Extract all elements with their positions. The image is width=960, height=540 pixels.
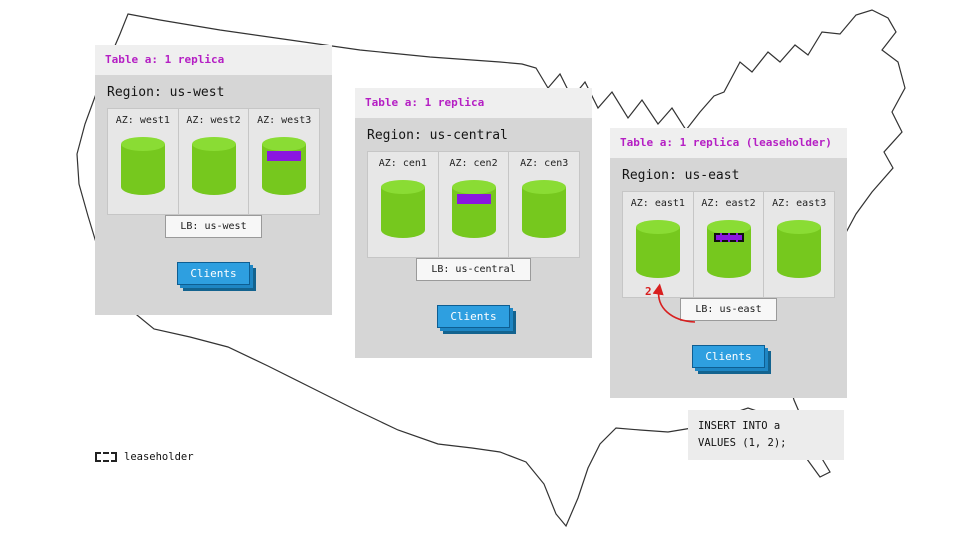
database-cylinder [776, 219, 822, 279]
az-column: AZ: west1 [108, 109, 179, 214]
az-box: AZ: east1 AZ: east2 AZ: east3 [622, 191, 835, 298]
az-label: AZ: west1 [115, 115, 170, 126]
database-cylinder [120, 136, 166, 196]
database-cylinder-icon [706, 220, 751, 278]
replica-range [267, 151, 302, 161]
az-column: AZ: cen2 [439, 152, 510, 257]
table-replica-header: Table a: 1 replica (leaseholder) [610, 128, 847, 158]
sql-statement-box: INSERT INTO a VALUES (1, 2); [688, 410, 844, 460]
database-cylinder [521, 179, 567, 239]
database-cylinder-icon [777, 220, 822, 278]
az-label: AZ: west2 [186, 115, 241, 126]
az-label: AZ: east1 [630, 198, 685, 209]
az-box: AZ: cen1 AZ: cen2 AZ: cen3 [367, 151, 580, 258]
database-cylinder [380, 179, 426, 239]
az-box: AZ: west1 AZ: west2 AZ: west3 [107, 108, 320, 215]
load-balancer-label: LB: us-east [680, 298, 777, 321]
az-label: AZ: cen1 [378, 158, 427, 169]
database-cylinder-icon [262, 137, 307, 195]
region-panel-us-west: Table a: 1 replica Region: us-west AZ: w… [95, 45, 332, 315]
database-cylinder-icon [451, 180, 496, 238]
az-column: AZ: cen3 [509, 152, 579, 257]
leaseholder-swatch-icon [95, 452, 117, 462]
az-label: AZ: west3 [257, 115, 312, 126]
legend: leaseholder [95, 451, 194, 463]
az-column: AZ: east1 [623, 192, 694, 297]
table-replica-header: Table a: 1 replica [95, 45, 332, 75]
database-cylinder-icon [380, 180, 425, 238]
az-label: AZ: east3 [772, 198, 827, 209]
database-cylinder-icon [635, 220, 680, 278]
clients-button[interactable]: Clients [177, 262, 250, 285]
table-replica-header: Table a: 1 replica [355, 88, 592, 118]
clients-button[interactable]: Clients [692, 345, 765, 368]
az-column: AZ: cen1 [368, 152, 439, 257]
leaseholder-replica-range [713, 233, 744, 242]
step-2-annotation: 2 [645, 285, 652, 298]
database-cylinder [635, 219, 681, 279]
az-label: AZ: cen3 [520, 158, 569, 169]
region-title: Region: us-west [107, 85, 225, 100]
replica-range [456, 194, 491, 204]
az-column: AZ: east3 [764, 192, 834, 297]
region-title: Region: us-central [367, 128, 508, 143]
region-panel-us-east: Table a: 1 replica (leaseholder) Region:… [610, 128, 847, 398]
sql-line-1: INSERT INTO a [698, 420, 781, 432]
az-label: AZ: cen2 [449, 158, 498, 169]
az-column: AZ: west3 [249, 109, 319, 214]
database-cylinder-icon [191, 137, 236, 195]
clients-button[interactable]: Clients [437, 305, 510, 328]
database-cylinder-icon [522, 180, 567, 238]
database-cylinder-icon [120, 137, 165, 195]
database-cylinder [261, 136, 307, 196]
az-label: AZ: east2 [701, 198, 756, 209]
load-balancer-label: LB: us-west [165, 215, 262, 238]
database-cylinder [191, 136, 237, 196]
region-panel-us-central: Table a: 1 replica Region: us-central AZ… [355, 88, 592, 358]
legend-label: leaseholder [124, 451, 194, 463]
region-title: Region: us-east [622, 168, 740, 183]
sql-line-2: VALUES (1, 2); [698, 436, 787, 449]
az-column: AZ: west2 [179, 109, 250, 214]
database-cylinder [706, 219, 752, 279]
database-cylinder [451, 179, 497, 239]
az-column: AZ: east2 [694, 192, 765, 297]
load-balancer-label: LB: us-central [416, 258, 531, 281]
